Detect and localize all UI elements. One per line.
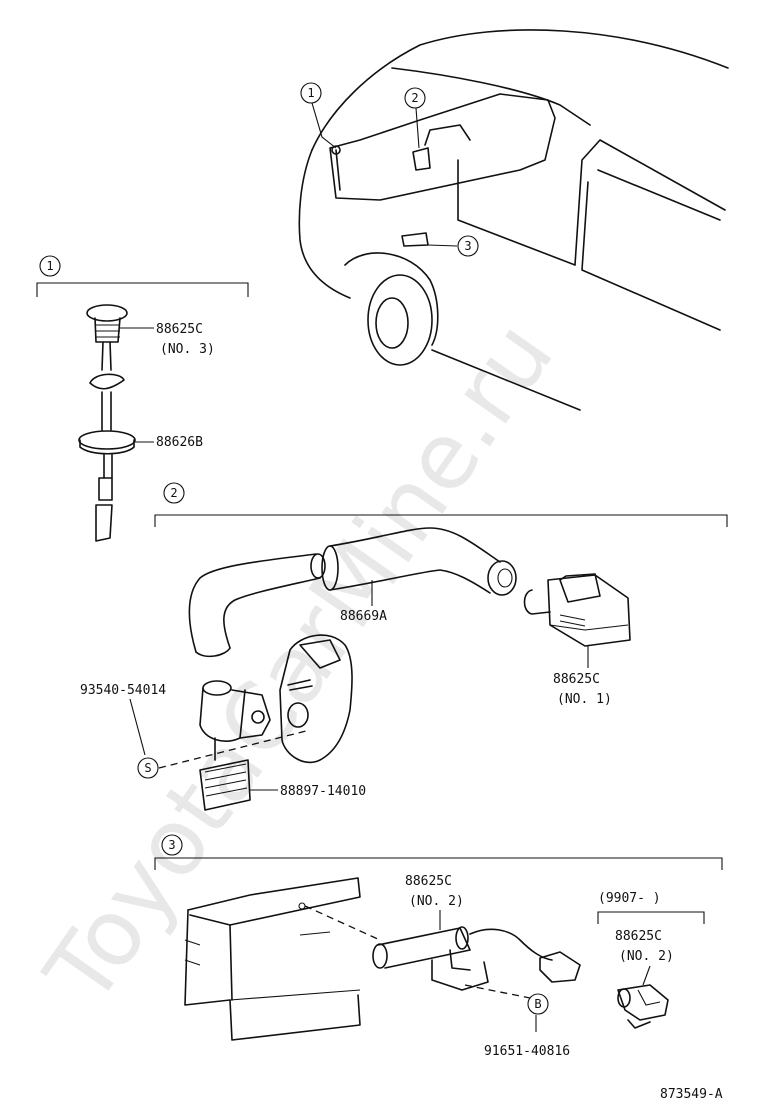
drain-plug-illustration: [78, 304, 136, 542]
part-88625c-no1-label: 88625C: [553, 672, 600, 687]
section-3-number: 3: [161, 834, 183, 856]
section-2-bracket: [154, 514, 728, 527]
svg-text:S: S: [144, 761, 151, 775]
part-88625c-no2-label: 88625C: [405, 874, 452, 889]
svg-text:2: 2: [170, 486, 177, 500]
watermark: ToyotaCarMine.ru: [25, 303, 574, 1024]
dashed-line-symbol-b: [464, 984, 531, 999]
date-range-label: (9907- ): [598, 891, 661, 906]
dashed-line-symbol-s: [158, 729, 311, 769]
part-88625c-no3-label: 88625C: [156, 322, 203, 337]
part-88626b-label: 88626B: [156, 435, 203, 450]
part-88625c-no1-note: (NO. 1): [557, 692, 612, 707]
sensor-88625c-no1-illustration: [523, 573, 631, 647]
mounting-panel-illustration: [184, 877, 361, 1041]
breather-cap-illustration: [199, 680, 271, 811]
leader-93540-54014: [129, 698, 146, 756]
callout-3-overview: 3: [457, 235, 479, 257]
svg-text:3: 3: [464, 239, 471, 253]
section-3: 3 88625C (NO. 2) B 91: [154, 834, 723, 1059]
section-1-number: 1: [39, 255, 61, 277]
svg-text:B: B: [534, 997, 541, 1011]
part-88625c-no3-note: (NO. 3): [160, 342, 215, 357]
part-88669a-label: 88669A: [340, 609, 387, 624]
part-88625c-no2-note: (NO. 2): [409, 894, 464, 909]
date-range-bracket: [597, 911, 705, 924]
symbol-b: B: [527, 993, 549, 1015]
dashed-line-panel-sensor: [304, 905, 381, 941]
svg-text:1: 1: [46, 259, 53, 273]
section-2: 2 88669A 88625C (NO. 1): [80, 482, 728, 811]
figure-id: 873549-A: [660, 1087, 723, 1102]
part-88897-14010-label: 88897-14010: [280, 784, 366, 799]
svg-text:2: 2: [411, 91, 418, 105]
callout-1-overview: 1: [300, 82, 322, 104]
bracket-plate-illustration: [279, 634, 353, 764]
section-1-bracket: [36, 282, 249, 297]
svg-text:1: 1: [307, 86, 314, 100]
part-93540-54014-label: 93540-54014: [80, 683, 166, 698]
part-88625c-no2-alt-note: (NO. 2): [619, 949, 674, 964]
callout-2-overview: 2: [404, 87, 426, 109]
svg-text:3: 3: [168, 838, 175, 852]
section-3-bracket: [154, 857, 723, 870]
van-overview-illustration: [298, 29, 729, 411]
section-1: 1 88625C (NO. 3) 88626B: [36, 255, 249, 542]
symbol-s: S: [137, 757, 159, 779]
part-88625c-no2-alt-label: 88625C: [615, 929, 662, 944]
sensor-88625c-no2-illustration: [372, 926, 581, 991]
sensor-88625c-no2-alt-illustration: [617, 984, 669, 1029]
leader-88625c-no2-alt: [642, 965, 651, 986]
hose-illustration: [188, 527, 517, 658]
part-91651-40816-label: 91651-40816: [484, 1044, 570, 1059]
section-2-number: 2: [163, 482, 185, 504]
